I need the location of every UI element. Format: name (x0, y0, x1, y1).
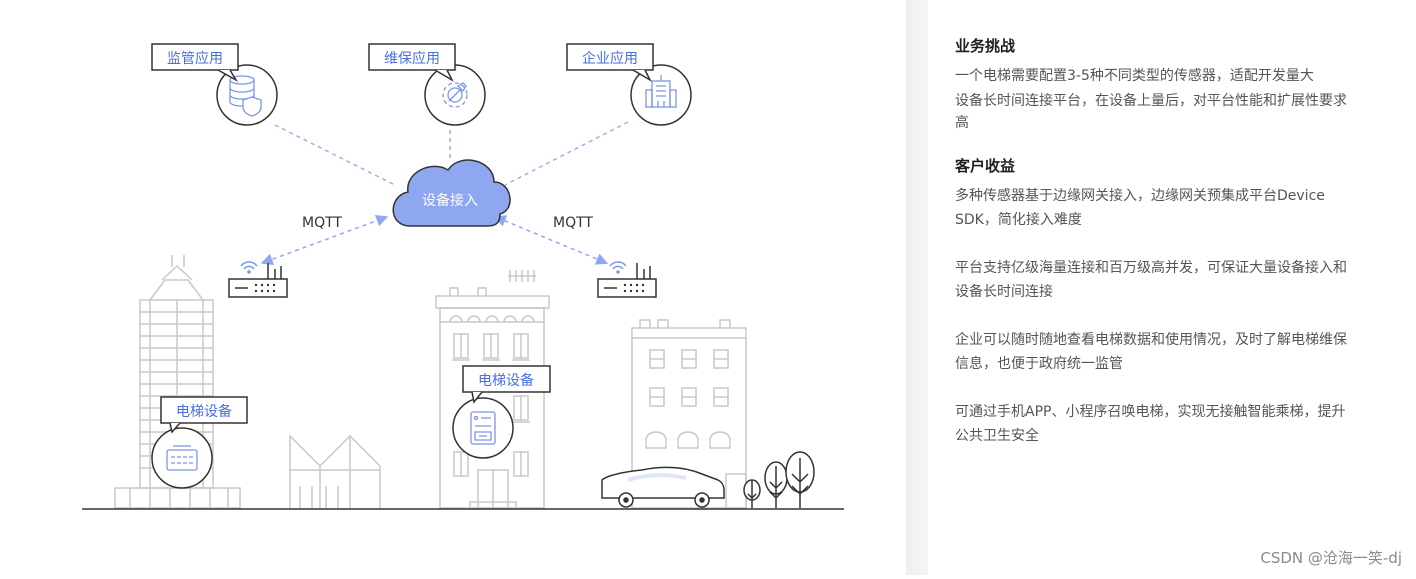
protocol-label-right: MQTT (553, 215, 593, 231)
benefit-1-line-1: 多种传感器基于边缘网关接入，边缘网关预集成平台Device (955, 188, 1325, 204)
benefit-3-line-2: 信息，也便于政府统一监管 (955, 356, 1123, 372)
protocol-label-left: MQTT (302, 215, 342, 231)
apartment-building (435, 270, 550, 509)
device-right-label-box (462, 365, 551, 393)
benefit-4-line-1: 可通过手机APP、小程序召唤电梯，实现无接触智能乘梯，提升 (955, 404, 1346, 420)
app-maintenance: 维保应用 (368, 43, 486, 126)
gateway-router-left (228, 261, 288, 298)
sensor-device-icon (166, 445, 198, 471)
database-shield-icon (229, 75, 262, 117)
app-supervision-circle (216, 64, 278, 126)
app-enterprise-label-box (566, 43, 654, 71)
mqtt-links (260, 214, 609, 266)
app-maintenance-label: 维保应用 (384, 50, 440, 67)
app-supervision: 监管应用 (151, 43, 278, 126)
architecture-diagram: 监管应用 维保应用 企业应用 设备接入 MQTT MQTT (82, 43, 844, 510)
app-enterprise-circle (630, 64, 692, 126)
sensor-device-icon (470, 411, 496, 445)
benefit-title: 客户收益 (955, 157, 1016, 175)
link-enterprise (504, 121, 629, 186)
app-supervision-label-box (151, 43, 239, 71)
office-building-icon (645, 75, 677, 108)
cloud-label: 设备接入 (422, 192, 478, 209)
mqtt-link-right (493, 215, 609, 265)
app-enterprise: 企业应用 (566, 43, 692, 126)
device-right-circle (452, 397, 514, 459)
panel-divider (906, 0, 928, 575)
pavilion-structure (289, 434, 381, 508)
diagram-canvas: 监管应用 维保应用 企业应用 设备接入 MQTT MQTT (82, 43, 844, 510)
device-left-circle (151, 427, 213, 489)
benefit-2-line-2: 设备长时间连接 (955, 284, 1053, 300)
app-enterprise-label: 企业应用 (582, 50, 638, 67)
wifi-icon (240, 261, 258, 274)
benefit-2-line-1: 平台支持亿级海量连接和百万级高并发，可保证大量设备接入和 (955, 260, 1347, 276)
app-maintenance-label-box (368, 43, 456, 71)
benefit-3-line-1: 企业可以随时随地查看电梯数据和使用情况，及时了解电梯维保 (955, 332, 1347, 348)
app-supervision-label: 监管应用 (167, 50, 223, 67)
car-illustration (601, 466, 725, 508)
link-supervision (274, 124, 396, 186)
device-left-label: 电梯设备 (176, 403, 232, 420)
challenge-title: 业务挑战 (955, 37, 1016, 55)
csdn-watermark: CSDN @沧海一笑-dj (1260, 549, 1402, 567)
description-panel: 业务挑战 一个电梯需要配置3-5种不同类型的传感器，适配开发量大 设备长时间连接… (928, 0, 1416, 575)
challenge-line-2: 设备长时间连接平台，在设备上量后，对平台性能和扩展性要求 (955, 93, 1347, 109)
benefit-4-line-2: 公共卫生安全 (955, 428, 1039, 444)
device-right-label: 电梯设备 (478, 372, 534, 389)
challenge-line-1: 一个电梯需要配置3-5种不同类型的传感器，适配开发量大 (955, 68, 1314, 84)
device-left-label-box (160, 396, 248, 424)
elevator-device-left: 电梯设备 (151, 396, 248, 489)
gear-wrench-icon (442, 82, 468, 108)
trees-illustration (743, 451, 815, 508)
elevator-device-right: 电梯设备 (452, 365, 551, 459)
app-links (274, 121, 629, 186)
benefit-1-line-2: SDK，简化接入难度 (955, 212, 1082, 228)
mqtt-link-left (260, 214, 389, 266)
office-block-building (631, 319, 747, 509)
gateway-router-right (597, 261, 657, 298)
wifi-icon (609, 261, 627, 274)
device-access-cloud: 设备接入 (392, 159, 511, 227)
challenge-line-3: 高 (955, 115, 969, 131)
